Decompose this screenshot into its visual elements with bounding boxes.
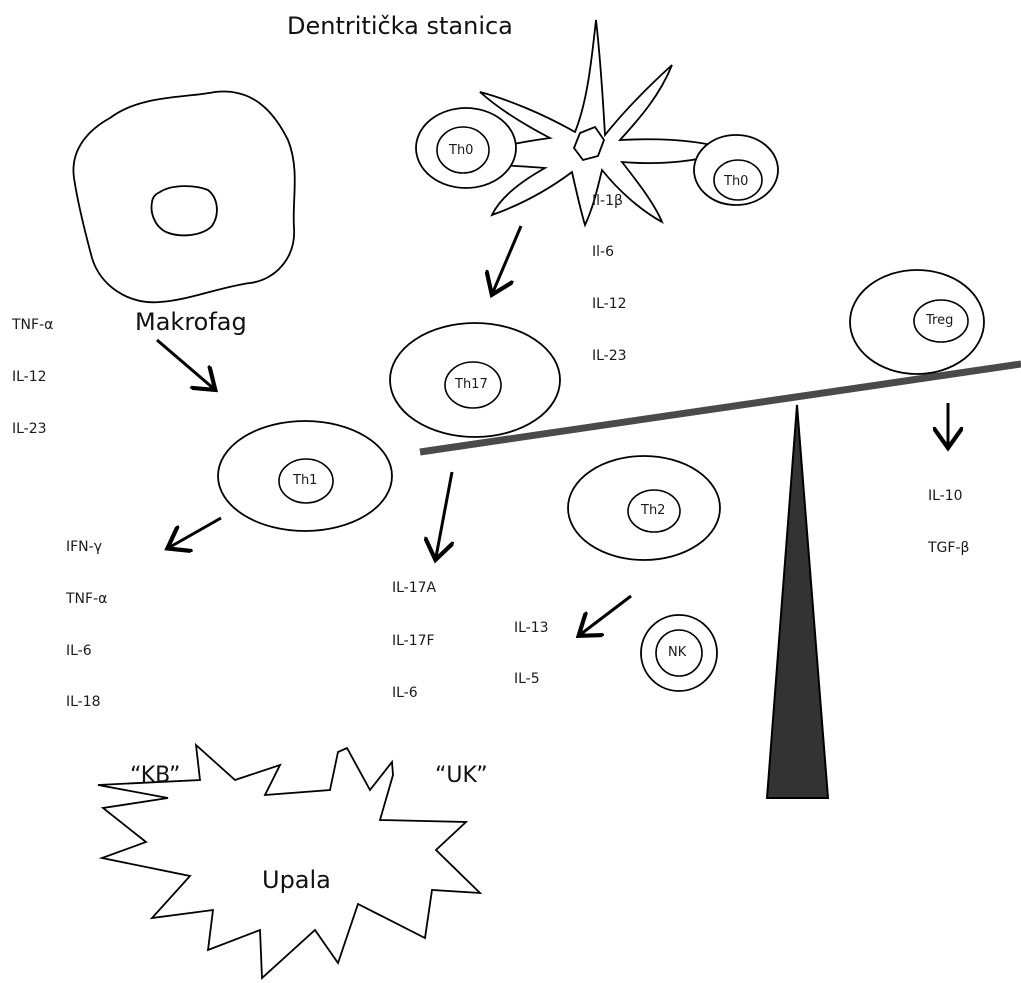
th2-inner [627, 489, 681, 533]
nk-label: NK [668, 645, 687, 660]
nk-outer [640, 614, 718, 692]
macrophage-nucleus [150, 185, 218, 237]
th1-cytokine: IL-6 [66, 643, 92, 659]
dendritic-cytokine: Il-6 [592, 244, 614, 260]
th17-label: Th17 [455, 377, 488, 392]
dendritic-cytokine: IL-12 [592, 296, 627, 312]
arrow-th2-out [581, 594, 632, 634]
arrow-th1-out [170, 516, 222, 547]
th0-right-label: Th0 [724, 174, 749, 189]
th1-cytokine: TNF-α [66, 591, 108, 607]
th1-cytokine: IL-18 [66, 694, 101, 710]
treg-outer [849, 269, 985, 375]
macrophage-cell [72, 90, 296, 304]
inflammation-left-tag: “KB” [130, 763, 181, 788]
th0-right-outer [693, 134, 779, 206]
th0-right-inner [713, 159, 763, 201]
inflammation-burst [97, 742, 483, 980]
th17-inner [444, 361, 502, 409]
th0-left-label: Th0 [449, 143, 474, 158]
macrophage-cytokine: IL-12 [12, 369, 47, 385]
th2-cytokine: IL-13 [514, 620, 549, 636]
th0-left-outer [415, 107, 517, 189]
th1-cytokine: IFN-γ [66, 539, 102, 555]
dendritic-cytokine: Il-1β [592, 193, 623, 209]
macrophage-label: Makrofag [135, 308, 247, 336]
th1-outer [217, 420, 393, 532]
th17-cytokine: IL-17A [392, 580, 437, 596]
treg-cytokine: TGF-β [928, 540, 970, 556]
th0-left-inner [436, 126, 490, 174]
dendritic-cell-title: Dentritička stanica [287, 12, 513, 40]
macrophage-cytokine: IL-23 [12, 421, 47, 437]
arrow-macrophage-to-th1 [156, 338, 213, 388]
balance-beam [419, 360, 1021, 456]
inflammation-right-tag: “UK” [435, 763, 488, 788]
nk-inner [655, 629, 703, 677]
treg-cytokine: IL-10 [928, 488, 963, 504]
arrow-dendritic-to-th17 [493, 225, 523, 292]
th2-outer [567, 455, 721, 561]
th2-label: Th2 [641, 503, 666, 518]
th17-cytokine: IL-6 [392, 685, 418, 701]
dendritic-cytokine: IL-23 [592, 348, 627, 364]
th17-cytokine: IL-17F [392, 633, 435, 649]
arrow-th17-out [436, 471, 452, 557]
treg-label: Treg [926, 313, 954, 328]
th1-label: Th1 [293, 473, 318, 488]
macrophage-cytokine: TNF-α [12, 317, 54, 333]
th17-outer [389, 322, 561, 438]
dendritic-nucleus [572, 125, 606, 162]
th2-cytokine: IL-5 [514, 671, 540, 687]
inflammation-label: Upala [262, 866, 331, 894]
treg-inner [913, 299, 969, 343]
fulcrum [765, 404, 830, 799]
th1-inner [278, 458, 334, 504]
